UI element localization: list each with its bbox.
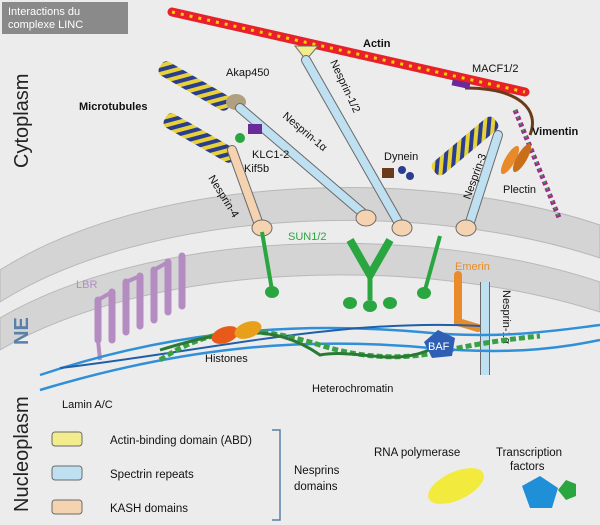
rna-polymerase-shape — [428, 468, 484, 504]
actin-label: Actin — [363, 38, 391, 50]
legend-group-line1: Nesprins — [294, 465, 340, 477]
sun-proteins — [260, 231, 442, 312]
legend: Actin-binding domain (ABD) Spectrin repe… — [51, 429, 576, 521]
akap450-label: Akap450 — [226, 67, 269, 79]
nesprin-1a-bottom-label: Nesprin-1α — [500, 290, 512, 345]
tf-green-shape — [558, 480, 576, 500]
vimentin-filament-stripe — [514, 109, 561, 221]
klc-label: KLC1-2 — [252, 149, 289, 161]
macf-line — [464, 86, 534, 136]
ne-label: NE — [11, 317, 33, 345]
header-title-line1: Interactions du — [8, 6, 80, 18]
kif5b-shape — [235, 133, 245, 143]
dynein-head-2 — [406, 172, 414, 180]
baf-shape — [424, 330, 455, 358]
header-box — [2, 2, 128, 34]
microtubule-top — [158, 61, 232, 111]
legend-swatch-kash — [51, 499, 83, 515]
legend-bracket — [272, 429, 281, 521]
sun-label: SUN1/2 — [288, 231, 327, 243]
nesprin-1-2-rod — [302, 56, 404, 229]
legend-group-line2: domains — [294, 481, 338, 493]
emerin-label: Emerin — [455, 261, 490, 273]
rna-polymerase-label: RNA polymerase — [374, 447, 460, 459]
legend-label-kash: KASH domains — [110, 503, 188, 515]
kash-domains — [251, 209, 477, 237]
klc-shape — [248, 124, 262, 134]
macf-domain — [451, 79, 471, 90]
vimentin-label: Vimentin — [532, 126, 579, 138]
legend-label-spectrin: Spectrin repeats — [110, 469, 194, 481]
heterochromatin-label: Heterochromatin — [312, 383, 393, 395]
nesprin-4-rod — [228, 146, 262, 226]
lbr-label: LBR — [76, 279, 97, 291]
cytoplasm-label: Cytoplasm — [11, 74, 33, 168]
dynein-label: Dynein — [384, 151, 418, 163]
actin-filament — [167, 7, 530, 97]
plectin-shape — [500, 143, 532, 175]
dynein-head-1 — [398, 166, 406, 174]
histones — [211, 321, 262, 344]
header-title-line2: complexe LINC — [8, 19, 83, 31]
outer-nuclear-membrane — [0, 187, 600, 303]
heterochromatin-dna — [158, 329, 541, 363]
legend-swatch-spectrin — [51, 465, 83, 481]
lamin-label: Lamin A/C — [62, 399, 113, 411]
dynein-shape — [382, 168, 394, 178]
histones-label: Histones — [205, 353, 248, 365]
microtubule-right — [431, 116, 499, 176]
lamin-network — [39, 323, 600, 392]
baf-label: BAF — [428, 341, 450, 353]
macf-label: MACF1/2 — [472, 63, 518, 75]
plectin-label: Plectin — [503, 184, 536, 196]
tf-blue-shape — [522, 476, 558, 508]
tf-label-line2: factors — [510, 461, 545, 473]
microtubule-left — [163, 113, 237, 163]
nesprin-3-rod — [466, 131, 502, 226]
nucleoplasm-label: Nucleoplasm — [11, 396, 33, 512]
tf-label-line1: Transcription — [496, 447, 562, 459]
nesprin-1-2-abd — [293, 45, 320, 61]
legend-swatch-abd — [51, 431, 83, 447]
microtubules-label: Microtubules — [79, 101, 147, 113]
legend-label-abd: Actin-binding domain (ABD) — [110, 435, 252, 447]
kif5b-label: Kif5b — [244, 163, 269, 175]
